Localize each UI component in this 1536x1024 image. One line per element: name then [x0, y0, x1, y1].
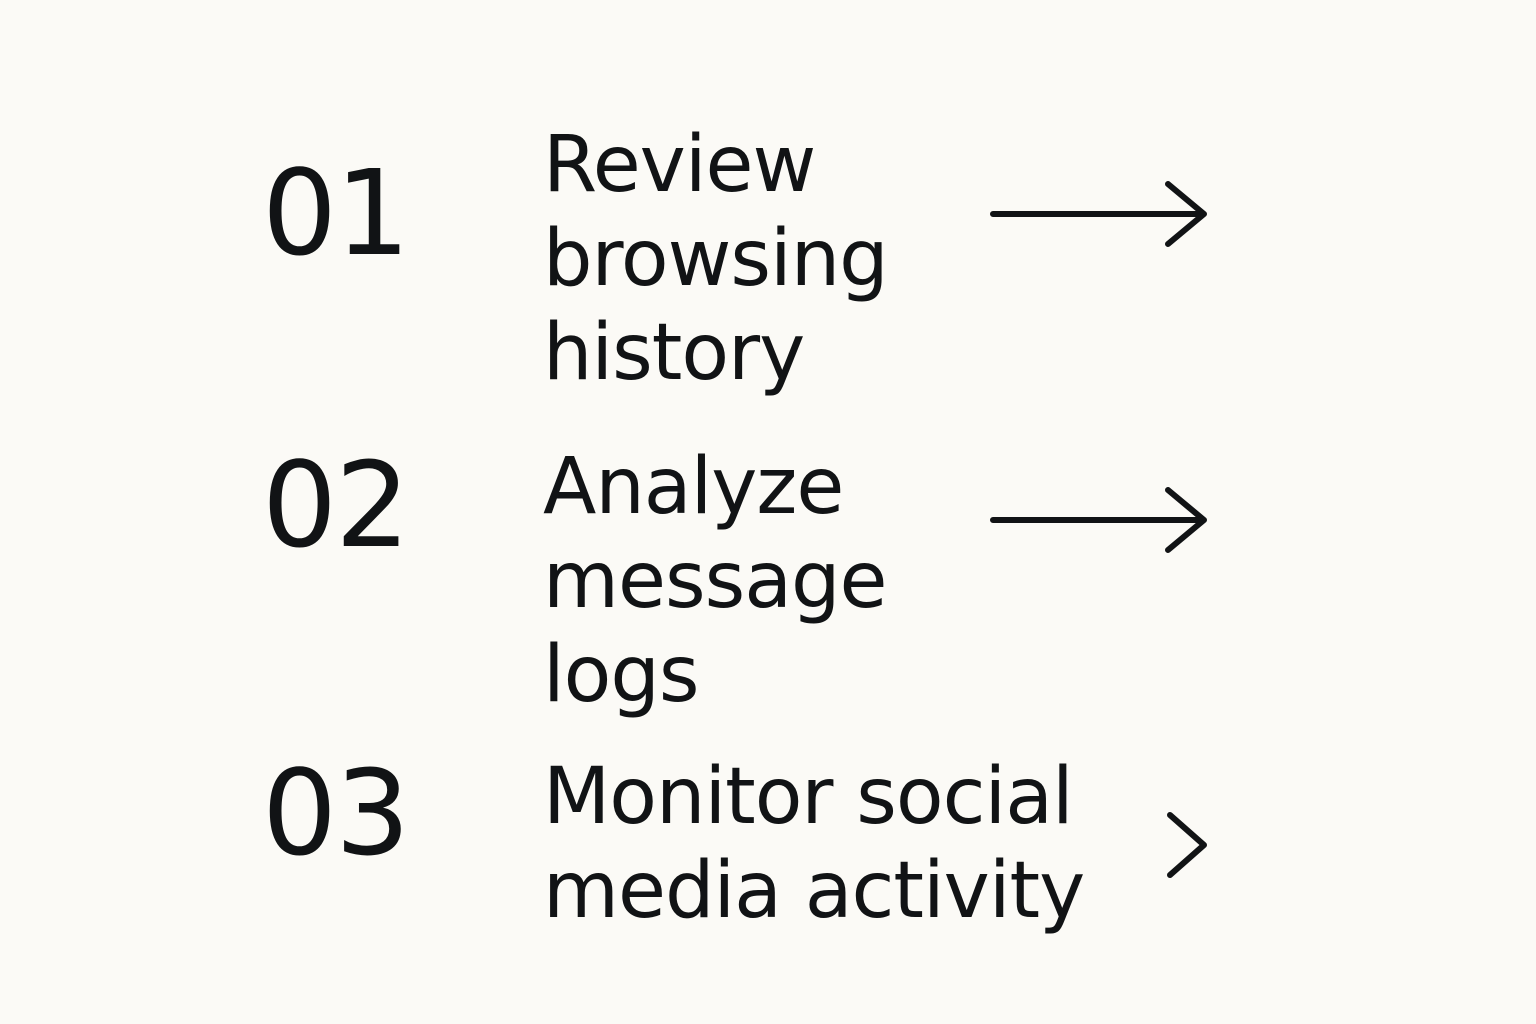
step-2-label-line-1: Analyze [543, 442, 844, 532]
long-right-arrow-icon [990, 181, 1207, 247]
step-1-label-line-1: Review [543, 120, 816, 210]
step-1-label-line-2: browsing [543, 214, 889, 304]
step-2-number: 02 [262, 436, 410, 574]
step-3-number: 03 [262, 744, 410, 882]
step-2-label-line-3: logs [543, 630, 700, 720]
step-1-number: 01 [262, 144, 410, 282]
step-3-label-line-1: Monitor social [543, 752, 1074, 842]
step-2-label: Analyze message logs [543, 440, 888, 722]
chevron-right-icon [1167, 812, 1207, 878]
step-2-label-line-2: message [543, 536, 888, 626]
step-1-label-line-3: history [543, 308, 805, 398]
step-3-label: Monitor social media activity [543, 750, 1085, 938]
long-right-arrow-icon [990, 487, 1207, 553]
step-3-label-line-2: media activity [543, 846, 1085, 936]
step-1-label: Review browsing history [543, 118, 889, 400]
